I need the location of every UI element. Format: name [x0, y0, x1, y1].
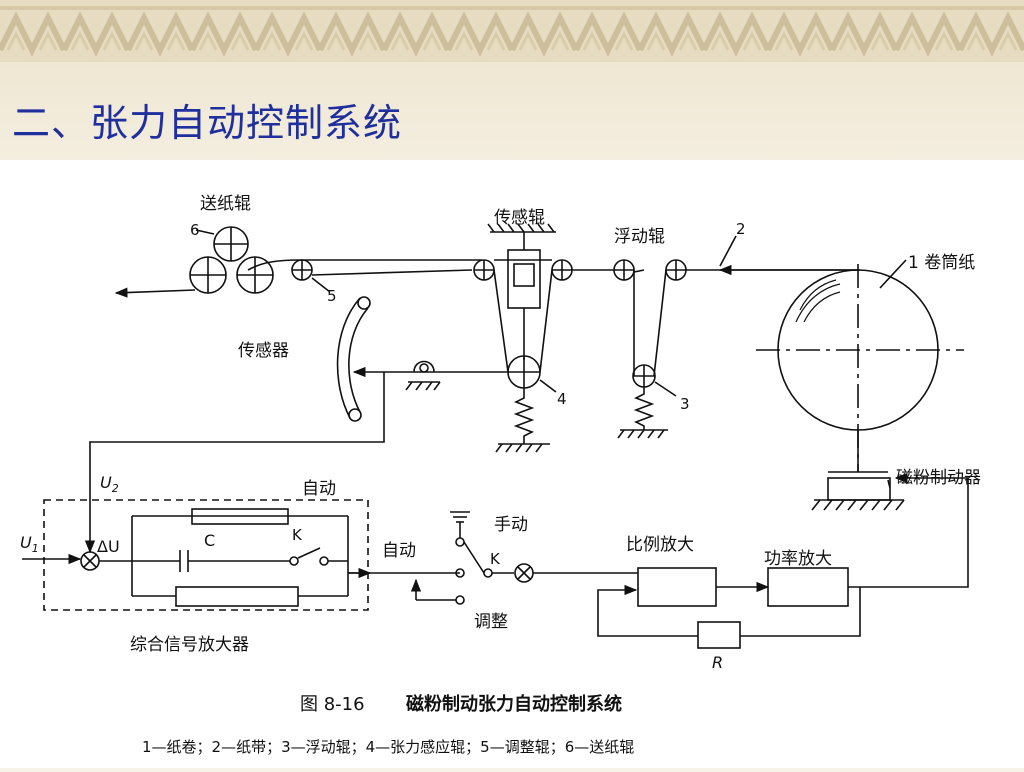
figure-number: 图 8-16 — [300, 694, 365, 715]
label-num-4: 4 — [557, 390, 567, 408]
figure-legend: 1—纸卷；2—纸带；3—浮动辊；4—张力感应辊；5—调整辊；6—送纸辊 — [142, 738, 634, 756]
adjusting-roller — [291, 259, 331, 293]
mode-switch — [410, 511, 493, 605]
diagram-area: 送纸辊 6 5 传感辊 浮动辊 2 1 卷筒纸 传感器 4 3 磁粉制动器 U2… — [0, 160, 1024, 768]
comparison-junction — [514, 563, 534, 583]
label-capacitor-c: C — [204, 531, 215, 550]
label-u2: U2 — [100, 473, 119, 495]
feed-roller-group — [189, 226, 274, 294]
pivot-support — [405, 360, 441, 391]
label-signal-amplifier: 综合信号放大器 — [130, 635, 249, 655]
label-sensor-roller: 传感辊 — [494, 208, 545, 228]
signal-amplifier-box — [43, 499, 369, 611]
label-brake: 磁粉制动器 — [896, 468, 981, 488]
feedback-resistor — [697, 621, 741, 649]
label-auto-top: 自动 — [302, 479, 336, 499]
label-switch-k2: K — [490, 550, 501, 568]
label-auto-mid: 自动 — [382, 541, 416, 561]
label-adjust: 调整 — [474, 612, 508, 632]
label-switch-k1: K — [292, 526, 303, 544]
page-title: 二、张力自动控制系统 — [12, 101, 403, 145]
label-feed-roller: 送纸辊 — [200, 194, 251, 214]
label-power-amp: 功率放大 — [764, 549, 832, 569]
label-sensor: 传感器 — [238, 341, 289, 361]
decorative-banner — [0, 0, 1024, 62]
tension-control-diagram: 送纸辊 6 5 传感辊 浮动辊 2 1 卷筒纸 传感器 4 3 磁粉制动器 U2… — [20, 194, 981, 756]
label-num-3: 3 — [680, 395, 690, 413]
label-prop-amp: 比例放大 — [626, 535, 694, 555]
title-band — [0, 62, 1024, 160]
label-manual: 手动 — [494, 515, 528, 535]
sensor-roller-group — [473, 223, 573, 453]
label-u1: U1 — [20, 533, 39, 555]
floating-roller-group — [613, 259, 687, 439]
banner-pattern — [0, 0, 1024, 62]
figure-title: 磁粉制动张力自动控制系统 — [406, 693, 622, 715]
label-resistor-r: R — [712, 653, 723, 672]
power-amplifier — [767, 567, 849, 607]
label-paper-roll: 1 卷筒纸 — [908, 253, 975, 273]
sensor-element — [336, 296, 371, 422]
paper-roll — [756, 259, 964, 472]
label-num-6: 6 — [190, 221, 200, 239]
magnetic-brake — [811, 430, 905, 511]
proportional-amplifier — [637, 567, 717, 607]
label-delta-u: ΔU — [97, 537, 120, 556]
label-num-2: 2 — [736, 220, 746, 238]
label-floating-roller: 浮动辊 — [614, 227, 665, 247]
label-num-5: 5 — [327, 287, 337, 305]
